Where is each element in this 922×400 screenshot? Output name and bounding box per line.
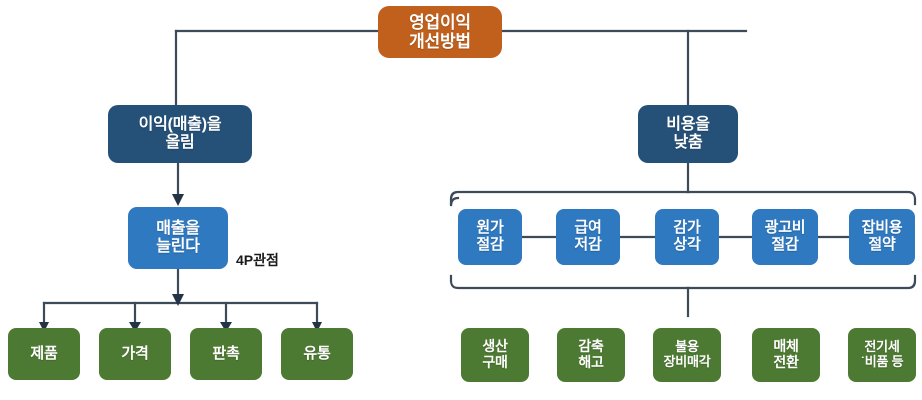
node-layoff-line-1: 감축 [578,338,604,355]
node-distribution-line-1: 유통 [303,344,331,362]
node-sell-idle-equipment-line-1: 불용 [675,339,699,355]
node-root-line-2: 개선방법 [409,32,471,51]
node-cost-branch-line-2: 낮춤 [673,134,703,151]
node-production-purchase[interactable]: 생산 구매 [461,328,529,382]
node-depreciation[interactable]: 감가 상각 [655,209,719,265]
node-layoff[interactable]: 감축 해고 [557,328,625,382]
node-sell-idle-equipment[interactable]: 불용 장비매각 [653,328,721,382]
cost-bracket-top-left-corner [449,196,460,207]
node-media-switch-line-2: 전환 [773,354,799,370]
node-promotion-line-1: 판촉 [212,344,240,362]
node-cost-reduction-line-2: 절감 [476,236,504,253]
node-utilities-supplies[interactable]: 전기세 ˙비품 등 [848,328,916,382]
node-cost-branch[interactable]: 비용을 낮춤 [638,105,738,163]
node-cost-branch-line-1: 비용을 [666,116,710,134]
node-cost-reduction-line-1: 원가 [476,219,504,237]
node-promotion[interactable]: 판촉 [190,328,262,380]
node-price[interactable]: 가격 [99,328,171,380]
label-4p-perspective: 4P관점 [236,252,279,268]
node-ad-cost-reduction[interactable]: 광고비 절감 [752,209,818,265]
node-production-purchase-line-1: 생산 [482,338,508,355]
node-increase-sales[interactable]: 매출을 늘린다 [128,207,228,269]
node-media-switch-line-1: 매체 [773,338,799,355]
node-media-switch[interactable]: 매체 전환 [752,328,820,382]
node-depreciation-line-1: 감가 [673,219,701,237]
node-revenue-branch-line-1: 이익(매출)을 [138,116,222,134]
node-depreciation-line-2: 상각 [673,236,701,253]
node-product-line-1: 제품 [30,344,58,362]
node-increase-sales-line-2: 늘린다 [156,238,200,255]
node-misc-cost-saving-line-1: 잡비용 [861,219,903,237]
node-misc-cost-saving[interactable]: 잡비용 절약 [849,209,915,265]
node-utilities-supplies-line-2: ˙비품 등 [860,354,904,369]
node-revenue-branch[interactable]: 이익(매출)을 올림 [108,105,252,163]
cost-bracket-bottom-left [449,274,690,290]
cost-bracket-top-left [449,190,690,206]
node-salary-reduction-line-1: 급여 [574,219,602,237]
cost-bracket-bottom-right [686,274,917,290]
node-ad-cost-reduction-line-1: 광고비 [764,219,806,237]
node-sell-idle-equipment-line-2: 장비매각 [663,354,711,369]
arrow-to-increase-sales [172,194,184,206]
node-increase-sales-line-1: 매출을 [156,220,200,238]
node-misc-cost-saving-line-2: 절약 [868,236,896,253]
cost-bracket-top-right [686,190,917,206]
node-revenue-branch-line-2: 올림 [165,134,195,151]
arrow-revenue-bar [172,294,184,306]
node-ad-cost-reduction-line-2: 절감 [771,236,799,253]
node-root-line-1: 영업이익 [409,12,471,32]
node-salary-reduction[interactable]: 급여 저감 [556,209,620,265]
node-utilities-supplies-line-1: 전기세 [864,339,900,355]
node-cost-reduction[interactable]: 원가 절감 [458,209,522,265]
node-product[interactable]: 제품 [8,328,80,380]
node-layoff-line-2: 해고 [578,354,604,370]
node-distribution[interactable]: 유통 [281,328,353,380]
node-production-purchase-line-2: 구매 [482,354,508,370]
node-root[interactable]: 영업이익 개선방법 [378,6,502,58]
node-salary-reduction-line-2: 저감 [574,236,602,253]
node-price-line-1: 가격 [121,344,149,362]
